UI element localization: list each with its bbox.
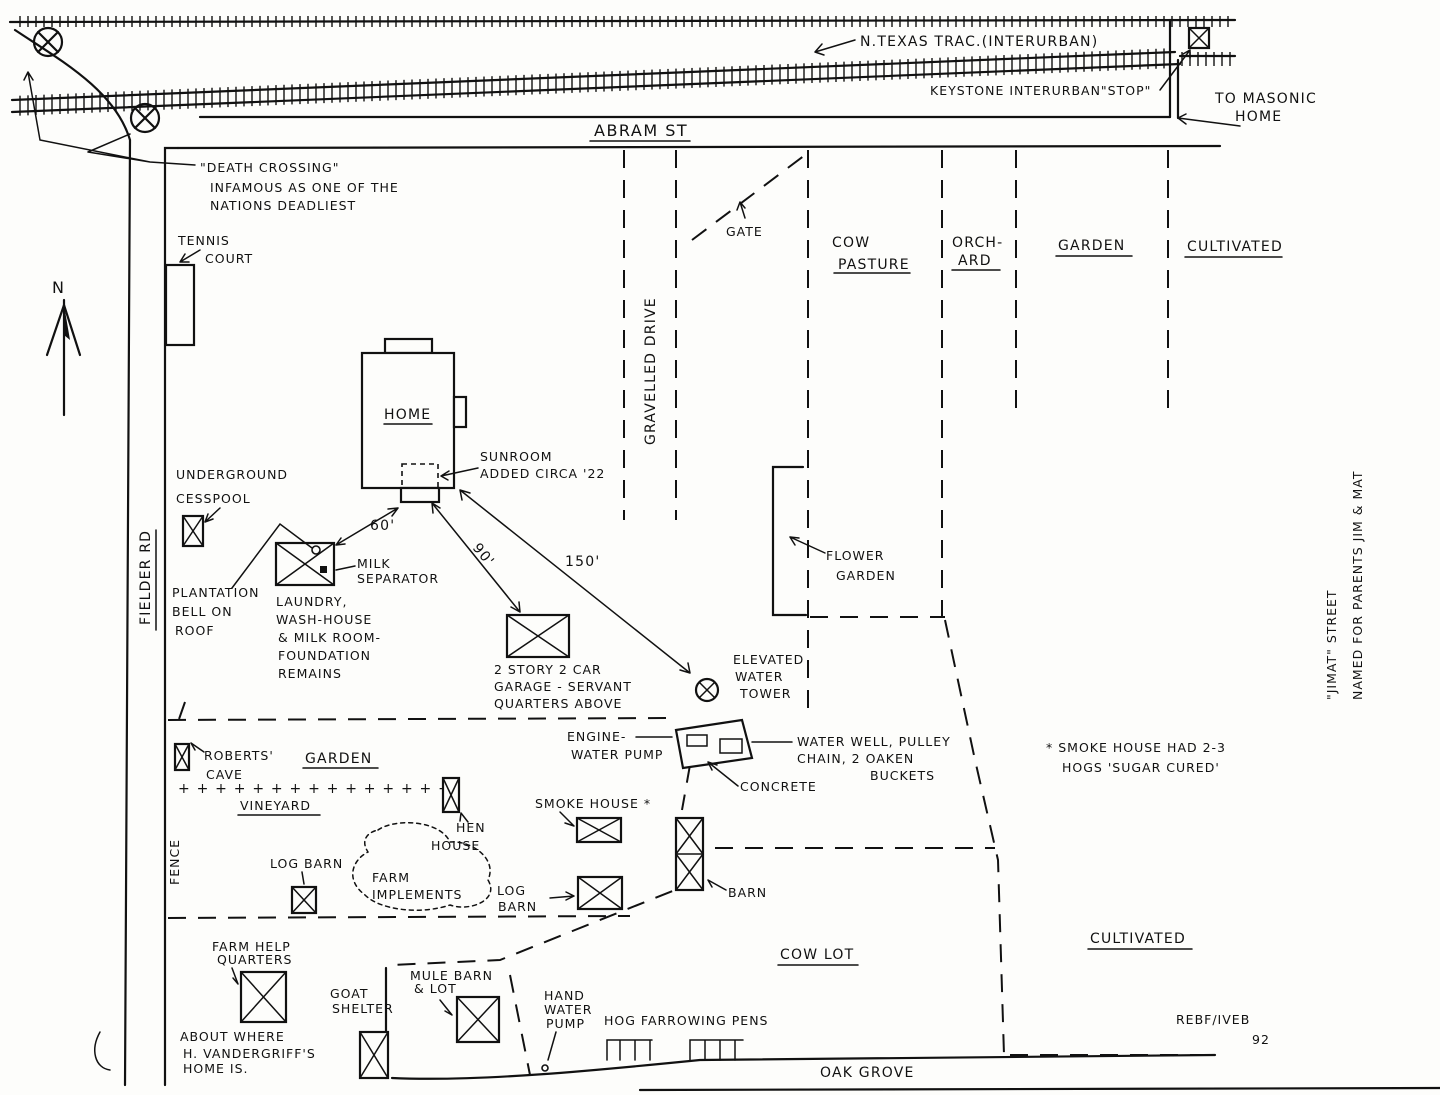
flower-garden-outline <box>771 465 808 617</box>
north-label: N <box>52 278 65 297</box>
abram-street <box>176 18 1222 150</box>
barn <box>674 816 705 892</box>
signature: REBF/IVEB92 <box>1176 1012 1270 1047</box>
garden-west-label: GARDEN <box>305 751 372 767</box>
tennis-court <box>164 263 196 347</box>
laundry-wash-house <box>274 541 336 587</box>
vineyard-label: VINEYARD <box>240 798 311 813</box>
home-label: HOME <box>384 407 431 423</box>
interurban-stop-label: KEYSTONE INTERURBAN"STOP" <box>930 83 1151 98</box>
oak-grove-label: OAK GROVE <box>820 1065 915 1081</box>
concrete-label: CONCRETE <box>740 779 817 794</box>
engine-pump-label: ENGINE-WATER PUMP <box>567 729 663 762</box>
field-boundaries <box>167 150 1215 1076</box>
gate-north-label: GATE <box>726 224 763 239</box>
interurban-stop-sign <box>1187 26 1211 50</box>
mule-barn-label: MULE BARN& LOT <box>410 968 493 996</box>
laundry-label: LAUNDRY,WASH-HOUSE& MILK ROOM-FOUNDATION… <box>276 594 381 681</box>
garage <box>505 613 571 659</box>
barn-label: BARN <box>728 885 767 900</box>
oak-grove-road <box>390 1053 1217 1080</box>
fielder-road <box>13 28 180 1087</box>
vineyard-plus-row: + + + + + + + + + + + + + + + <box>178 781 451 797</box>
distance-150: 150' <box>565 554 600 570</box>
fence-label: FENCE <box>167 839 182 885</box>
water-well-engine <box>674 718 754 770</box>
distance-90: 90' <box>469 540 497 570</box>
cow-lot-label: COW LOT <box>780 947 854 963</box>
roberts-cave-label: ROBERTS'CAVE <box>204 748 274 782</box>
railroad-label: N.TEXAS TRAC.(INTERURBAN) <box>860 34 1098 50</box>
cultivated-south-label: CULTIVATED <box>1090 931 1186 947</box>
hand-water-pump <box>541 1064 549 1072</box>
crossing-sign-south <box>129 102 161 134</box>
distance-60: 60' <box>370 518 395 534</box>
orchard-label: ORCH-ARD <box>952 235 1003 269</box>
railroad-ties <box>19 16 1231 116</box>
smoke-house-label: SMOKE HOUSE * <box>535 796 651 811</box>
garden-north-label: GARDEN <box>1058 238 1125 254</box>
railroad-track <box>8 16 1237 116</box>
fielder-road-label: FIELDER RD <box>138 530 154 625</box>
hog-farrowing-pens <box>606 1039 744 1061</box>
cultivated-north-label: CULTIVATED <box>1187 239 1283 255</box>
hog-pens-label: HOG FARROWING PENS <box>604 1013 768 1028</box>
farm-implements-area <box>352 821 492 911</box>
water-tower <box>694 677 720 703</box>
abram-street-label: ABRAM ST <box>594 121 688 140</box>
home-building <box>360 337 468 504</box>
log-barn-west-label: LOG BARN <box>270 856 343 871</box>
gravelled-drive-label: GRAVELLED DRIVE <box>643 297 659 445</box>
north-arrow <box>45 298 82 417</box>
